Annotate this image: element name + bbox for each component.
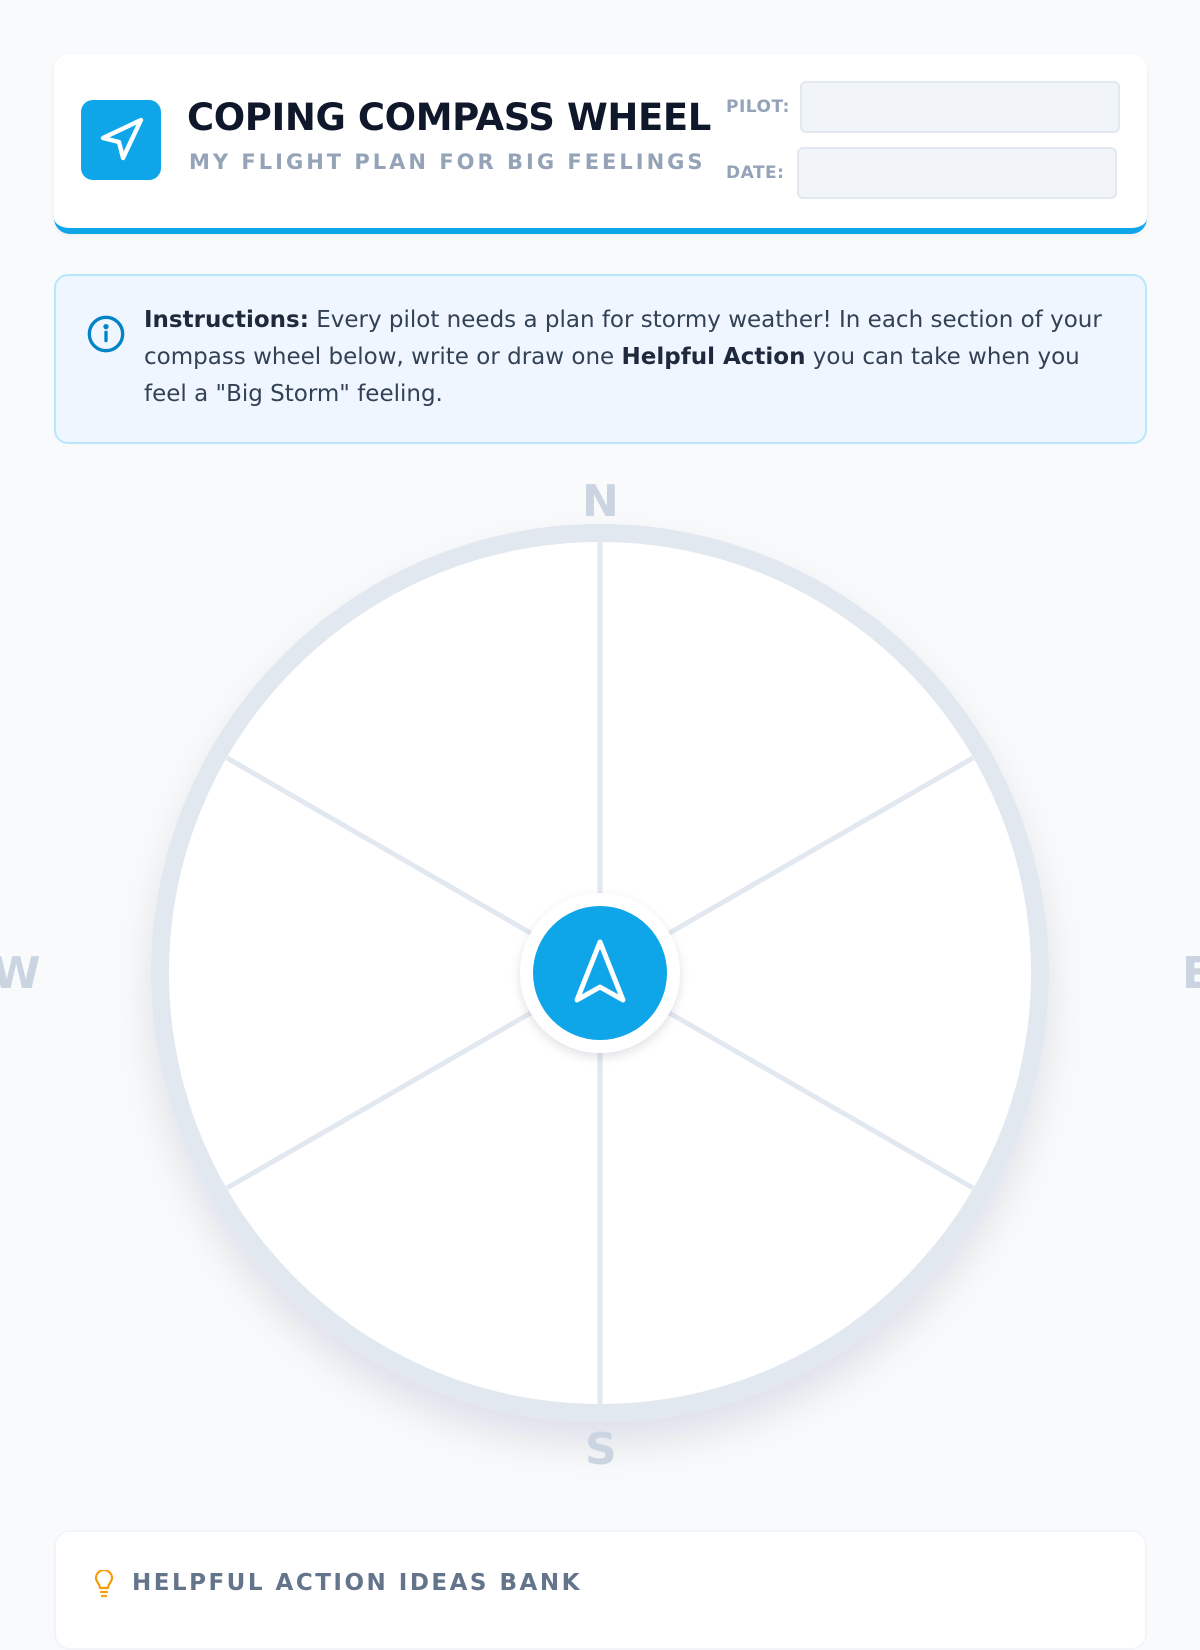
instructions-box: Instructions: Every pilot needs a plan f… xyxy=(54,274,1147,444)
direction-north: N xyxy=(582,476,619,527)
compass-area: N S W E xyxy=(0,470,1200,1480)
info-icon xyxy=(87,315,125,353)
navigation-arrow-icon xyxy=(574,939,626,1003)
hub-center xyxy=(533,906,667,1040)
pilot-label: PILOT: xyxy=(726,97,790,117)
logo xyxy=(81,100,161,180)
page-subtitle: MY FLIGHT PLAN FOR BIG FEELINGS xyxy=(189,150,706,174)
instructions-text: Instructions: Every pilot needs a plan f… xyxy=(144,302,1119,413)
ideas-bank-title: HELPFUL ACTION IDEAS BANK xyxy=(132,1570,582,1596)
date-input[interactable] xyxy=(797,147,1117,199)
instructions-text-part2: you can take when you feel a "Big Storm"… xyxy=(144,344,1080,407)
lightbulb-icon xyxy=(94,1570,114,1598)
direction-west: W xyxy=(0,948,41,999)
date-label: DATE: xyxy=(726,163,785,183)
direction-south: S xyxy=(585,1424,617,1475)
instructions-text-part1: Every pilot needs a plan for stormy weat… xyxy=(144,307,1102,370)
ideas-bank: HELPFUL ACTION IDEAS BANK xyxy=(54,1530,1147,1650)
instructions-highlight: Helpful Action xyxy=(621,344,806,370)
instructions-label: Instructions: xyxy=(144,307,309,333)
page-title: COPING COMPASS WHEEL xyxy=(187,96,711,139)
direction-east: E xyxy=(1182,948,1200,999)
header-card: COPING COMPASS WHEEL MY FLIGHT PLAN FOR … xyxy=(54,54,1147,234)
pilot-input[interactable] xyxy=(800,81,1120,133)
send-navigation-icon xyxy=(100,117,144,161)
compass-wheel xyxy=(151,524,1049,1422)
